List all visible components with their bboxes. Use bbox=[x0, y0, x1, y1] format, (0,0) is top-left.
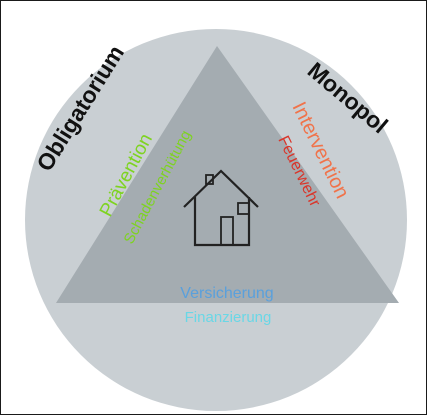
house-icon bbox=[183, 169, 259, 247]
inner-triangle bbox=[56, 46, 399, 303]
label-versicherung: Versicherung bbox=[180, 285, 273, 302]
label-versicherung-sub: Finanzierung bbox=[185, 309, 272, 326]
